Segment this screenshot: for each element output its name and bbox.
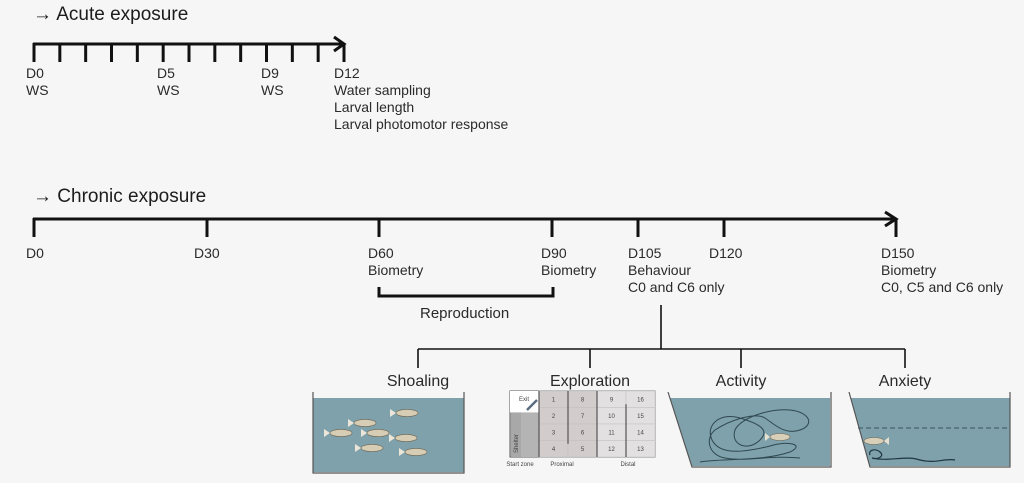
reproduction-label: Reproduction <box>420 305 510 322</box>
day-label: D150 <box>881 245 915 261</box>
maze-cell-number: 11 <box>608 430 615 436</box>
test-title-exploration: Exploration <box>549 373 631 390</box>
fish-icon <box>361 429 390 437</box>
fish-icon <box>324 429 353 437</box>
activity-tank-outline <box>667 391 832 468</box>
day-label: D12 <box>334 65 360 81</box>
maze-cell-number: 14 <box>637 430 644 436</box>
event-label: WS <box>261 82 284 98</box>
maze-cell-number: 10 <box>608 414 615 420</box>
chronic-label-d30: D30 <box>194 245 220 262</box>
chronic-title: → Chronic exposure <box>33 186 206 208</box>
arrow-right-icon: → <box>33 4 52 25</box>
fish-icon <box>526 399 538 411</box>
day-label: D90 <box>541 245 567 261</box>
maze-cell-number: 3 <box>552 430 556 436</box>
maze-zone-label: Start zone <box>506 462 534 468</box>
maze-exit-zone <box>510 391 539 413</box>
day-label: D60 <box>368 245 394 261</box>
maze-cell-number: 7 <box>581 414 585 420</box>
fish-icon <box>390 409 419 417</box>
day-label: D105 <box>628 245 662 261</box>
maze-cell-number: 2 <box>552 414 556 420</box>
activity-swim-path <box>699 409 810 463</box>
activity-tank <box>667 391 832 468</box>
chronic-label-d90: D90 Biometry <box>541 245 596 279</box>
chronic-label-d60: D60 Biometry <box>368 245 423 279</box>
event-label: Biometry <box>368 262 424 278</box>
acute-label-d0: D0 WS <box>26 65 49 99</box>
fish-icon <box>389 434 418 442</box>
acute-label-d9: D9 WS <box>261 65 284 99</box>
acute-timeline <box>32 35 347 62</box>
reproduction-bracket <box>377 287 555 298</box>
day-label: D0 <box>26 245 44 261</box>
activity-water <box>670 398 830 466</box>
event-label: Larval photomotor response <box>334 116 509 132</box>
test-title-anxiety: Anxiety <box>878 373 932 390</box>
maze-zone-label: Distal <box>620 462 635 468</box>
event-label: Biometry <box>541 262 597 278</box>
maze-cell-number: 13 <box>637 447 644 453</box>
chronic-label-d120: D120 <box>709 245 742 262</box>
event-label: Biometry <box>881 262 937 278</box>
maze-cell-number: 1 <box>552 397 556 403</box>
anxiety-tank-outline <box>848 391 1011 468</box>
acute-label-d5: D5 WS <box>157 65 180 99</box>
fish-icon <box>863 437 889 445</box>
chronic-title-text: Chronic exposure <box>57 186 207 207</box>
chronic-timeline <box>32 210 899 298</box>
event-label: C0 and C6 only <box>628 279 725 295</box>
fish-icon <box>355 444 384 452</box>
maze-cell-number: 16 <box>637 397 644 403</box>
shoaling-tank-outline <box>312 392 465 474</box>
fish-icon <box>399 448 428 456</box>
test-title-activity: Activity <box>715 373 767 390</box>
event-label: C0, C5 and C6 only <box>881 279 1004 295</box>
chronic-label-d150: D150 Biometry C0, C5 and C6 only <box>881 245 1003 296</box>
chronic-label-d0: D0 <box>26 245 44 262</box>
maze-cell-number: 4 <box>552 447 556 453</box>
day-label: D30 <box>194 245 220 261</box>
day-label: D5 <box>157 65 175 81</box>
acute-title-text: Acute exposure <box>56 4 189 25</box>
maze-cell-number: 5 <box>581 447 585 453</box>
event-label: Behaviour <box>628 262 692 278</box>
event-label: Water sampling <box>334 82 431 98</box>
maze-cell-number: 8 <box>581 397 585 403</box>
day-label: D120 <box>709 245 743 261</box>
maze-zone-label: Proximal <box>550 462 573 468</box>
arrow-right-icon: → <box>33 186 52 207</box>
maze-cell-number: 6 <box>581 430 585 436</box>
event-label: WS <box>157 82 180 98</box>
anxiety-tank <box>848 391 1011 468</box>
maze-shelter-zone <box>511 412 521 457</box>
acute-title: → Acute exposure <box>33 4 188 26</box>
shoaling-tank <box>312 392 465 474</box>
maze-cell-number: 9 <box>610 397 614 403</box>
anxiety-swim-path <box>869 449 956 463</box>
behaviour-tree <box>417 305 906 368</box>
fish-icon <box>765 433 791 441</box>
event-label: Larval length <box>334 99 415 115</box>
acute-label-d12: D12 Water sampling Larval length Larval … <box>334 65 508 133</box>
fish-icon <box>348 419 377 427</box>
maze-cell-number: 15 <box>637 414 644 420</box>
maze-exit-label: Exit <box>519 397 529 403</box>
maze-cell-number: 12 <box>608 447 615 453</box>
test-title-shoaling: Shoaling <box>386 373 450 390</box>
chronic-label-d105: D105 Behaviour C0 and C6 only <box>628 245 725 296</box>
day-label: D0 <box>26 65 44 81</box>
maze-shelter-label: Shelter <box>514 434 520 453</box>
day-label: D9 <box>261 65 279 81</box>
event-label: WS <box>26 82 49 98</box>
anxiety-water <box>851 398 1010 466</box>
